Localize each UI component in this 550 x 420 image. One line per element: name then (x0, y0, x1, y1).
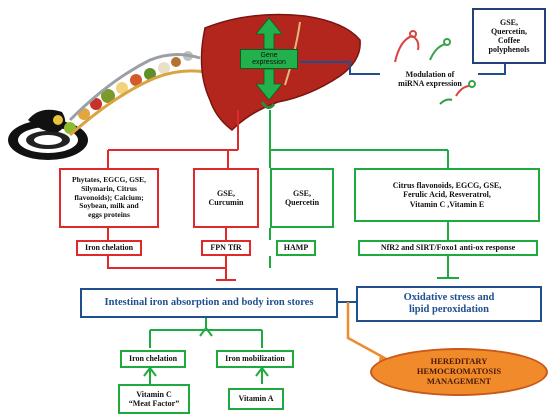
chelators-line2: Silymarin, Citrus (81, 184, 137, 194)
liver-illustration (200, 13, 361, 131)
hamp-box: HAMP (276, 240, 316, 256)
iron-chelation-label: Iron chelation (84, 243, 134, 253)
hereditary-hemocromatosis-management: HEREDITARY HEMOCROMATOSIS MANAGEMENT (370, 348, 548, 396)
hamp-line2: Quercetin (284, 198, 320, 207)
fpn-tfr-box: FPN TfR (201, 240, 251, 256)
intestinal-iron-label: Intestinal iron absorption and body iron… (104, 296, 314, 308)
oxidative-line1: Oxidative stress and (403, 291, 495, 303)
oxidative-line2: lipid peroxidation (408, 304, 490, 315)
bottom-iron-chelation-label: Iron chelation (128, 354, 178, 364)
red-connectors (107, 110, 239, 281)
chelators-line4: Soybean, milk and (79, 201, 139, 211)
mirna-label: Modulation of miRNA expression (385, 70, 475, 88)
gene-expression-label: Gene expression (240, 49, 298, 69)
connector-liver-right (300, 61, 380, 75)
antiox-compounds-box: Citrus flavonoids, EGCG, GSE, Ferulic Ac… (354, 168, 540, 222)
mirna-label-line2: miRNA expression (398, 79, 462, 89)
coffee-line3: Coffee (497, 36, 521, 45)
food-illustration (8, 51, 206, 160)
chelators-line3: flavonoids); Calcium; (74, 192, 144, 202)
fpn-tfr-label: FPN TfR (210, 243, 242, 253)
antiox-line2: Ferulic Acid, Resveratrol, (403, 190, 491, 200)
chelators-box: Phytates, EGCG, GSE, Silymarin, Citrus f… (59, 168, 159, 228)
green-connectors (143, 110, 459, 384)
coffee-line2: Quercetin, (490, 26, 528, 36)
coffee-line1: GSE, (499, 17, 518, 27)
nrf2-box: NfR2 and SIRT/Foxo1 anti-ox response (358, 240, 538, 256)
fpn-compounds-box: GSE, Curcumin (193, 168, 259, 228)
connector-mirna-box (478, 62, 506, 75)
vitamin-a-label: Vitamin A (238, 394, 274, 404)
vitamin-c-line2: “Meat Factor” (128, 399, 180, 408)
iron-chelation-box: Iron chelation (76, 240, 142, 256)
vitamin-c-line1: Vitamin C (136, 389, 172, 399)
management-line3: MANAGEMENT (426, 375, 492, 386)
fpn-line2: Curcumin (208, 198, 244, 207)
fpn-line1: GSE, (216, 188, 235, 198)
mirna-label-line1: Modulation of (405, 70, 455, 79)
antiox-line1: Citrus flavonoids, EGCG, GSE, (392, 181, 502, 191)
hamp-line1: GSE, (292, 188, 311, 198)
nrf2-label: NfR2 and SIRT/Foxo1 anti-ox response (380, 243, 516, 253)
gene-label-line1: Gene (260, 51, 278, 59)
mirna-illustration (394, 30, 476, 105)
gene-label-line2: expression (252, 59, 286, 66)
connector-management (346, 302, 393, 364)
coffee-polyphenols-box: GSE, Quercetin, Coffee polyphenols (472, 8, 546, 64)
management-line1: HEREDITARY (430, 356, 488, 367)
iron-mobilization-box: Iron mobilization (216, 350, 294, 368)
hamp-compounds-box: GSE, Quercetin (270, 168, 334, 228)
oxidative-stress-box: Oxidative stress and lipid peroxidation (356, 286, 542, 322)
chelators-line1: Phytates, EGCG, GSE, (72, 175, 146, 185)
hamp-label: HAMP (283, 243, 309, 253)
bottom-iron-chelation-box: Iron chelation (120, 350, 186, 368)
antiox-line3: Vitamin C ,Vitamin E (409, 199, 485, 209)
vitamin-a-box: Vitamin A (228, 388, 284, 410)
iron-mobilization-label: Iron mobilization (225, 354, 285, 364)
chelators-line5: eggs proteins (88, 209, 130, 219)
coffee-line4: polyphenols (488, 45, 530, 55)
vitamin-c-box: Vitamin C “Meat Factor” (118, 384, 190, 414)
intestinal-iron-box: Intestinal iron absorption and body iron… (80, 288, 338, 318)
management-line2: HEMOCROMATOSIS (416, 366, 502, 377)
